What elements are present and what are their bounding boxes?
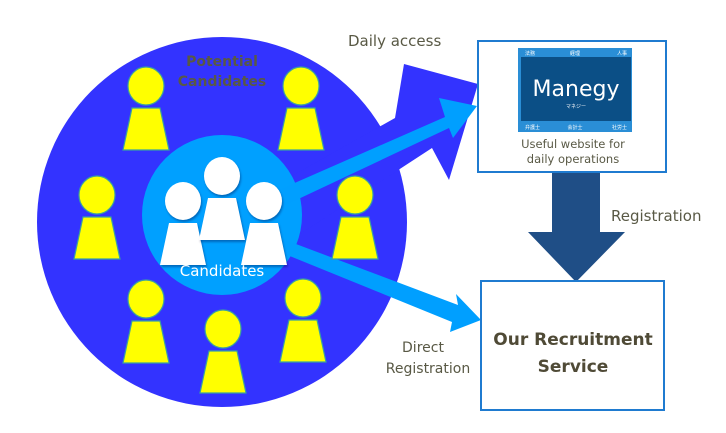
potential-candidate-figure (199, 309, 247, 394)
manegy-logo-panel (521, 57, 631, 121)
direct-registration-label-1: Direct (402, 340, 444, 356)
manegy-tag-top-3: 人事 (617, 50, 627, 57)
manegy-logo-text: Manegy (533, 77, 620, 102)
manegy-tag-bottom-1: 弁護士 (525, 124, 540, 131)
potential-candidates-label-2: Candidates (178, 74, 267, 90)
potential-candidate-figure (331, 175, 379, 260)
potential-candidates-group (73, 66, 379, 394)
potential-candidates-label-1: Potential (186, 54, 258, 70)
candidate-figure (241, 182, 287, 265)
manegy-logo-kana: マネジー (566, 104, 586, 110)
service-title-2: Service (538, 357, 609, 377)
potential-candidate-figure (279, 278, 327, 363)
registration-arrow (528, 173, 625, 282)
candidates-label: Candidates (180, 262, 265, 280)
manegy-tag-top-1: 法務 (525, 50, 535, 57)
service-title-1: Our Recruitment (493, 330, 652, 350)
potential-candidate-figure (122, 279, 170, 364)
recruitment-service-box: Our Recruitment Service (480, 280, 665, 411)
candidates-group (160, 157, 287, 265)
candidate-figure (199, 157, 245, 240)
manegy-tag-top-2: 経理 (570, 50, 580, 57)
daily-access-inner-arrow (265, 98, 477, 210)
manegy-tag-bottom-3: 社労士 (612, 124, 627, 131)
direct-registration-arrow (270, 238, 481, 332)
potential-candidate-figure (277, 66, 325, 151)
daily-access-label: Daily access (348, 32, 441, 50)
candidate-figure (160, 182, 206, 265)
manegy-caption-1: Useful website for (521, 137, 625, 151)
registration-label: Registration (611, 207, 701, 225)
manegy-box: Manegy マネジー 法務 経理 人事 弁護士 会計士 社労士 Useful … (477, 40, 667, 173)
manegy-caption-2: daily operations (527, 152, 619, 166)
direct-registration-label-2: Registration (386, 361, 470, 377)
potential-candidate-figure (73, 175, 121, 260)
manegy-tag-bottom-2: 会計士 (567, 124, 582, 131)
potential-candidate-figure (122, 66, 170, 151)
